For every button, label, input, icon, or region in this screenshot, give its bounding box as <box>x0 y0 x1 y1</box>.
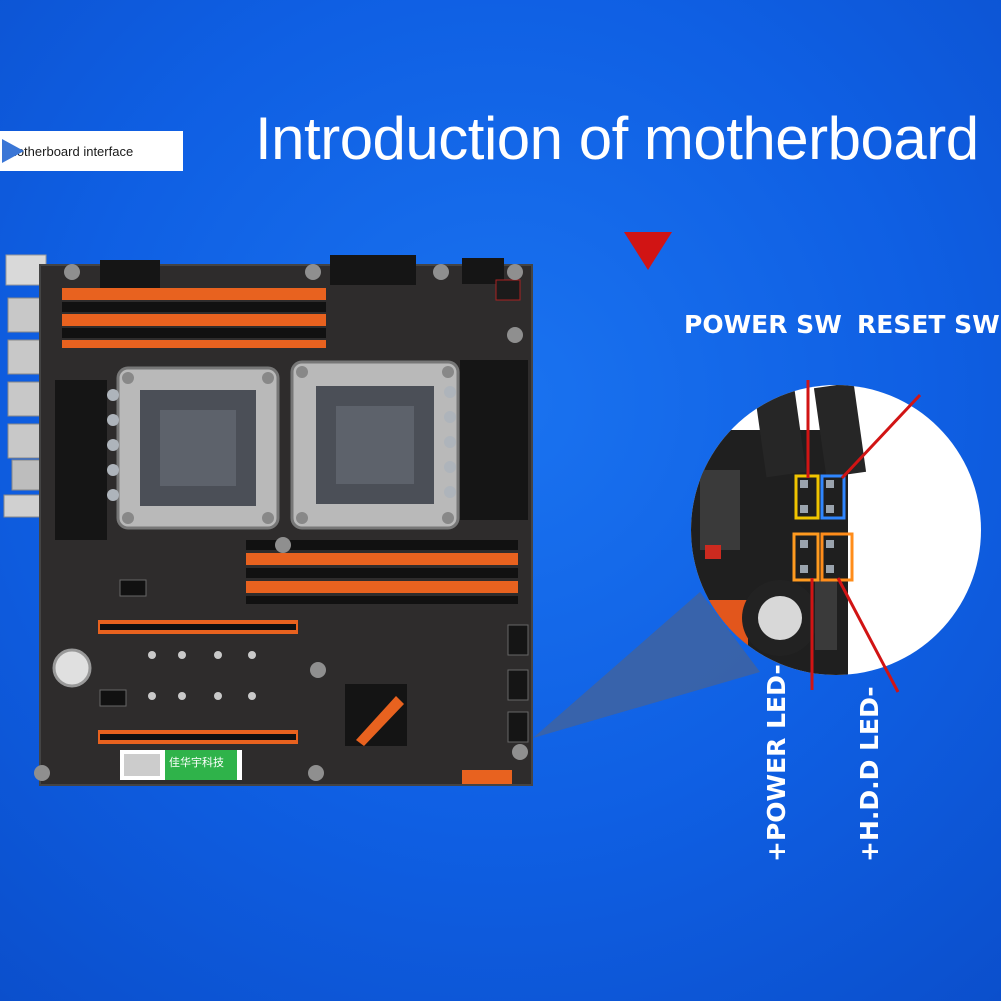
reset-sw-highlight <box>820 474 846 520</box>
pointer-lines <box>806 380 922 693</box>
power-led-label: +POWER LED- <box>762 664 791 862</box>
zoom-detail-circle <box>691 385 981 675</box>
chipset-heatsink <box>345 684 407 746</box>
page-title: Introduction of motherboard <box>255 105 979 172</box>
pcie-slots <box>98 579 298 744</box>
cpu-socket-left <box>116 366 280 530</box>
triangle-right-icon <box>2 139 24 163</box>
cmos-battery <box>52 648 92 688</box>
section-tag-label: Motherboard interface <box>6 143 134 159</box>
power-sw-label: POWER SW <box>684 310 842 339</box>
top-memory-slots <box>62 288 326 348</box>
hdd-led-label: +H.D.D LED- <box>855 686 884 862</box>
power-led-highlight <box>792 532 820 582</box>
board-sticker: 佳华宇科技 <box>120 750 242 780</box>
hdd-led-highlight <box>820 532 854 582</box>
reset-sw-label: RESET SW <box>857 310 1000 339</box>
sticker-brand-text: 佳华宇科技 <box>169 755 224 769</box>
bottom-memory-slots <box>246 540 518 604</box>
down-arrow-icon <box>624 232 672 270</box>
rear-io-ports <box>3 254 47 518</box>
cpu-socket-right <box>290 360 460 530</box>
zoom-wedge <box>533 592 760 738</box>
section-tag: Motherboard interface <box>0 131 183 171</box>
